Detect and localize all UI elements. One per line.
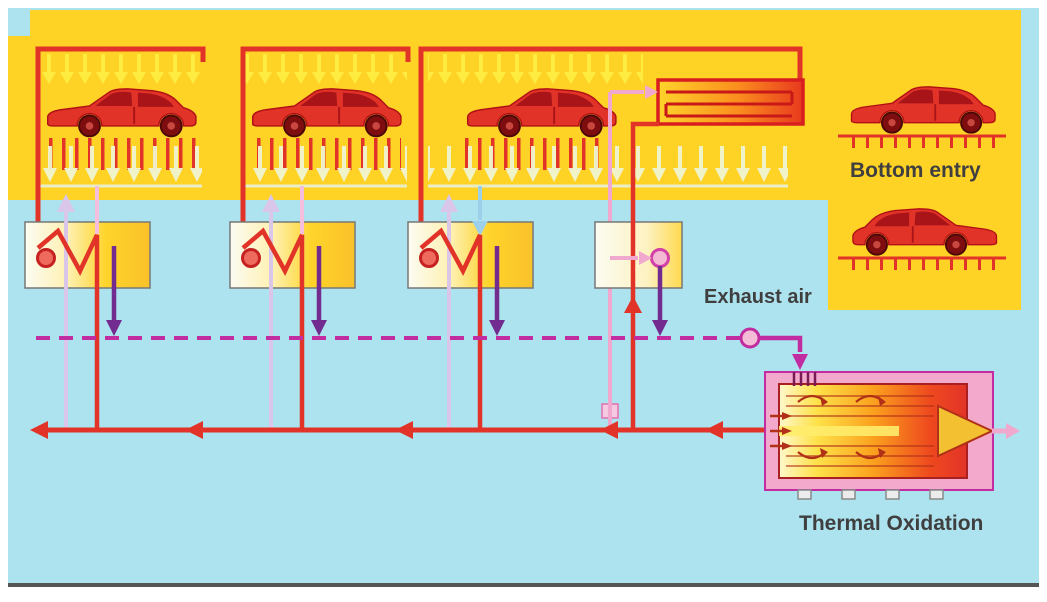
red-up-arrow-icon [624,296,642,313]
pink-arrow-icon [645,85,658,99]
exhaust-drop-lines [106,246,668,336]
bottom-entry-panel [838,85,1006,270]
inlet-arrows [770,414,782,448]
exhaust-air-duct [36,327,808,370]
heater-coil [656,78,805,126]
burner-icon [419,248,439,268]
hot-air-down-arrows [40,52,643,86]
outlet-arrow-icon [1006,423,1020,439]
burner-cone-icon [937,404,995,458]
thermal-oxidizer [764,371,1020,500]
floor-line [8,583,1039,587]
exchanger-coils [36,121,659,430]
inlet-diffuser [792,372,817,386]
bottom-entry-label: Bottom entry [850,159,981,182]
supply-air-pipes [35,46,803,248]
pink-arrow-icon [639,251,652,265]
exhaust-fan-icon [739,327,761,349]
thermal-oxidation-label: Thermal Oxidation [799,512,983,535]
fan-icon [650,248,670,268]
burner-icon [241,248,261,268]
hot-air-main [30,421,764,439]
burner-icon [36,248,56,268]
oxidizer-legs [797,489,944,500]
blue-arrow-icon [472,221,488,236]
intake-drop-lines [95,186,488,236]
exhaust-air-label: Exhaust air [704,286,812,308]
